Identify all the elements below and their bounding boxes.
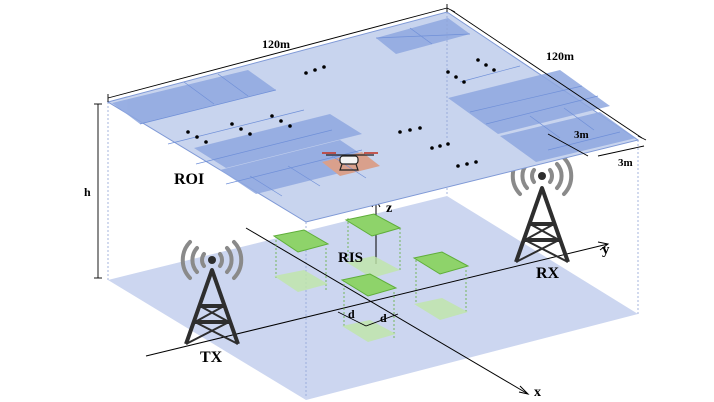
roi-plane (106, 11, 640, 223)
label-cell-a: 3m (574, 129, 589, 141)
tx-tower (180, 240, 244, 345)
label-ris: RIS (338, 250, 363, 266)
label-rx: RX (536, 265, 560, 282)
dim-right-width (450, 9, 643, 139)
label-cell-b: 3m (618, 157, 633, 169)
label-width-top: 120m (262, 37, 290, 51)
ground-plane (108, 196, 638, 400)
ris-array (272, 213, 470, 342)
antenna-tower-icon (514, 172, 570, 263)
dimension-lines (94, 4, 647, 279)
signal-waves-icon (180, 240, 244, 280)
ris-panel (344, 213, 402, 278)
dim-cell-a (547, 133, 589, 157)
ris-panel (412, 251, 470, 320)
label-tx: TX (200, 349, 223, 366)
label-axis-y: y (602, 242, 610, 258)
drone-icon (322, 152, 378, 171)
antenna-tower-icon (184, 256, 240, 345)
dim-top-width (107, 7, 448, 99)
dim-cell-b (597, 145, 645, 157)
ris-panel (272, 229, 330, 292)
continuation-dots (186, 58, 496, 168)
label-roi: ROI (174, 171, 204, 188)
label-height: h (84, 185, 91, 199)
rx-tower (510, 156, 574, 263)
label-axis-z: z (386, 201, 392, 216)
label-spacing-2: d (380, 311, 387, 325)
x-axis (245, 227, 529, 395)
spacing-markers (337, 311, 399, 327)
label-axis-x: x (534, 385, 541, 400)
label-spacing-1: d (348, 307, 355, 321)
label-width-right: 120m (546, 49, 574, 63)
ris-panel (340, 273, 398, 342)
